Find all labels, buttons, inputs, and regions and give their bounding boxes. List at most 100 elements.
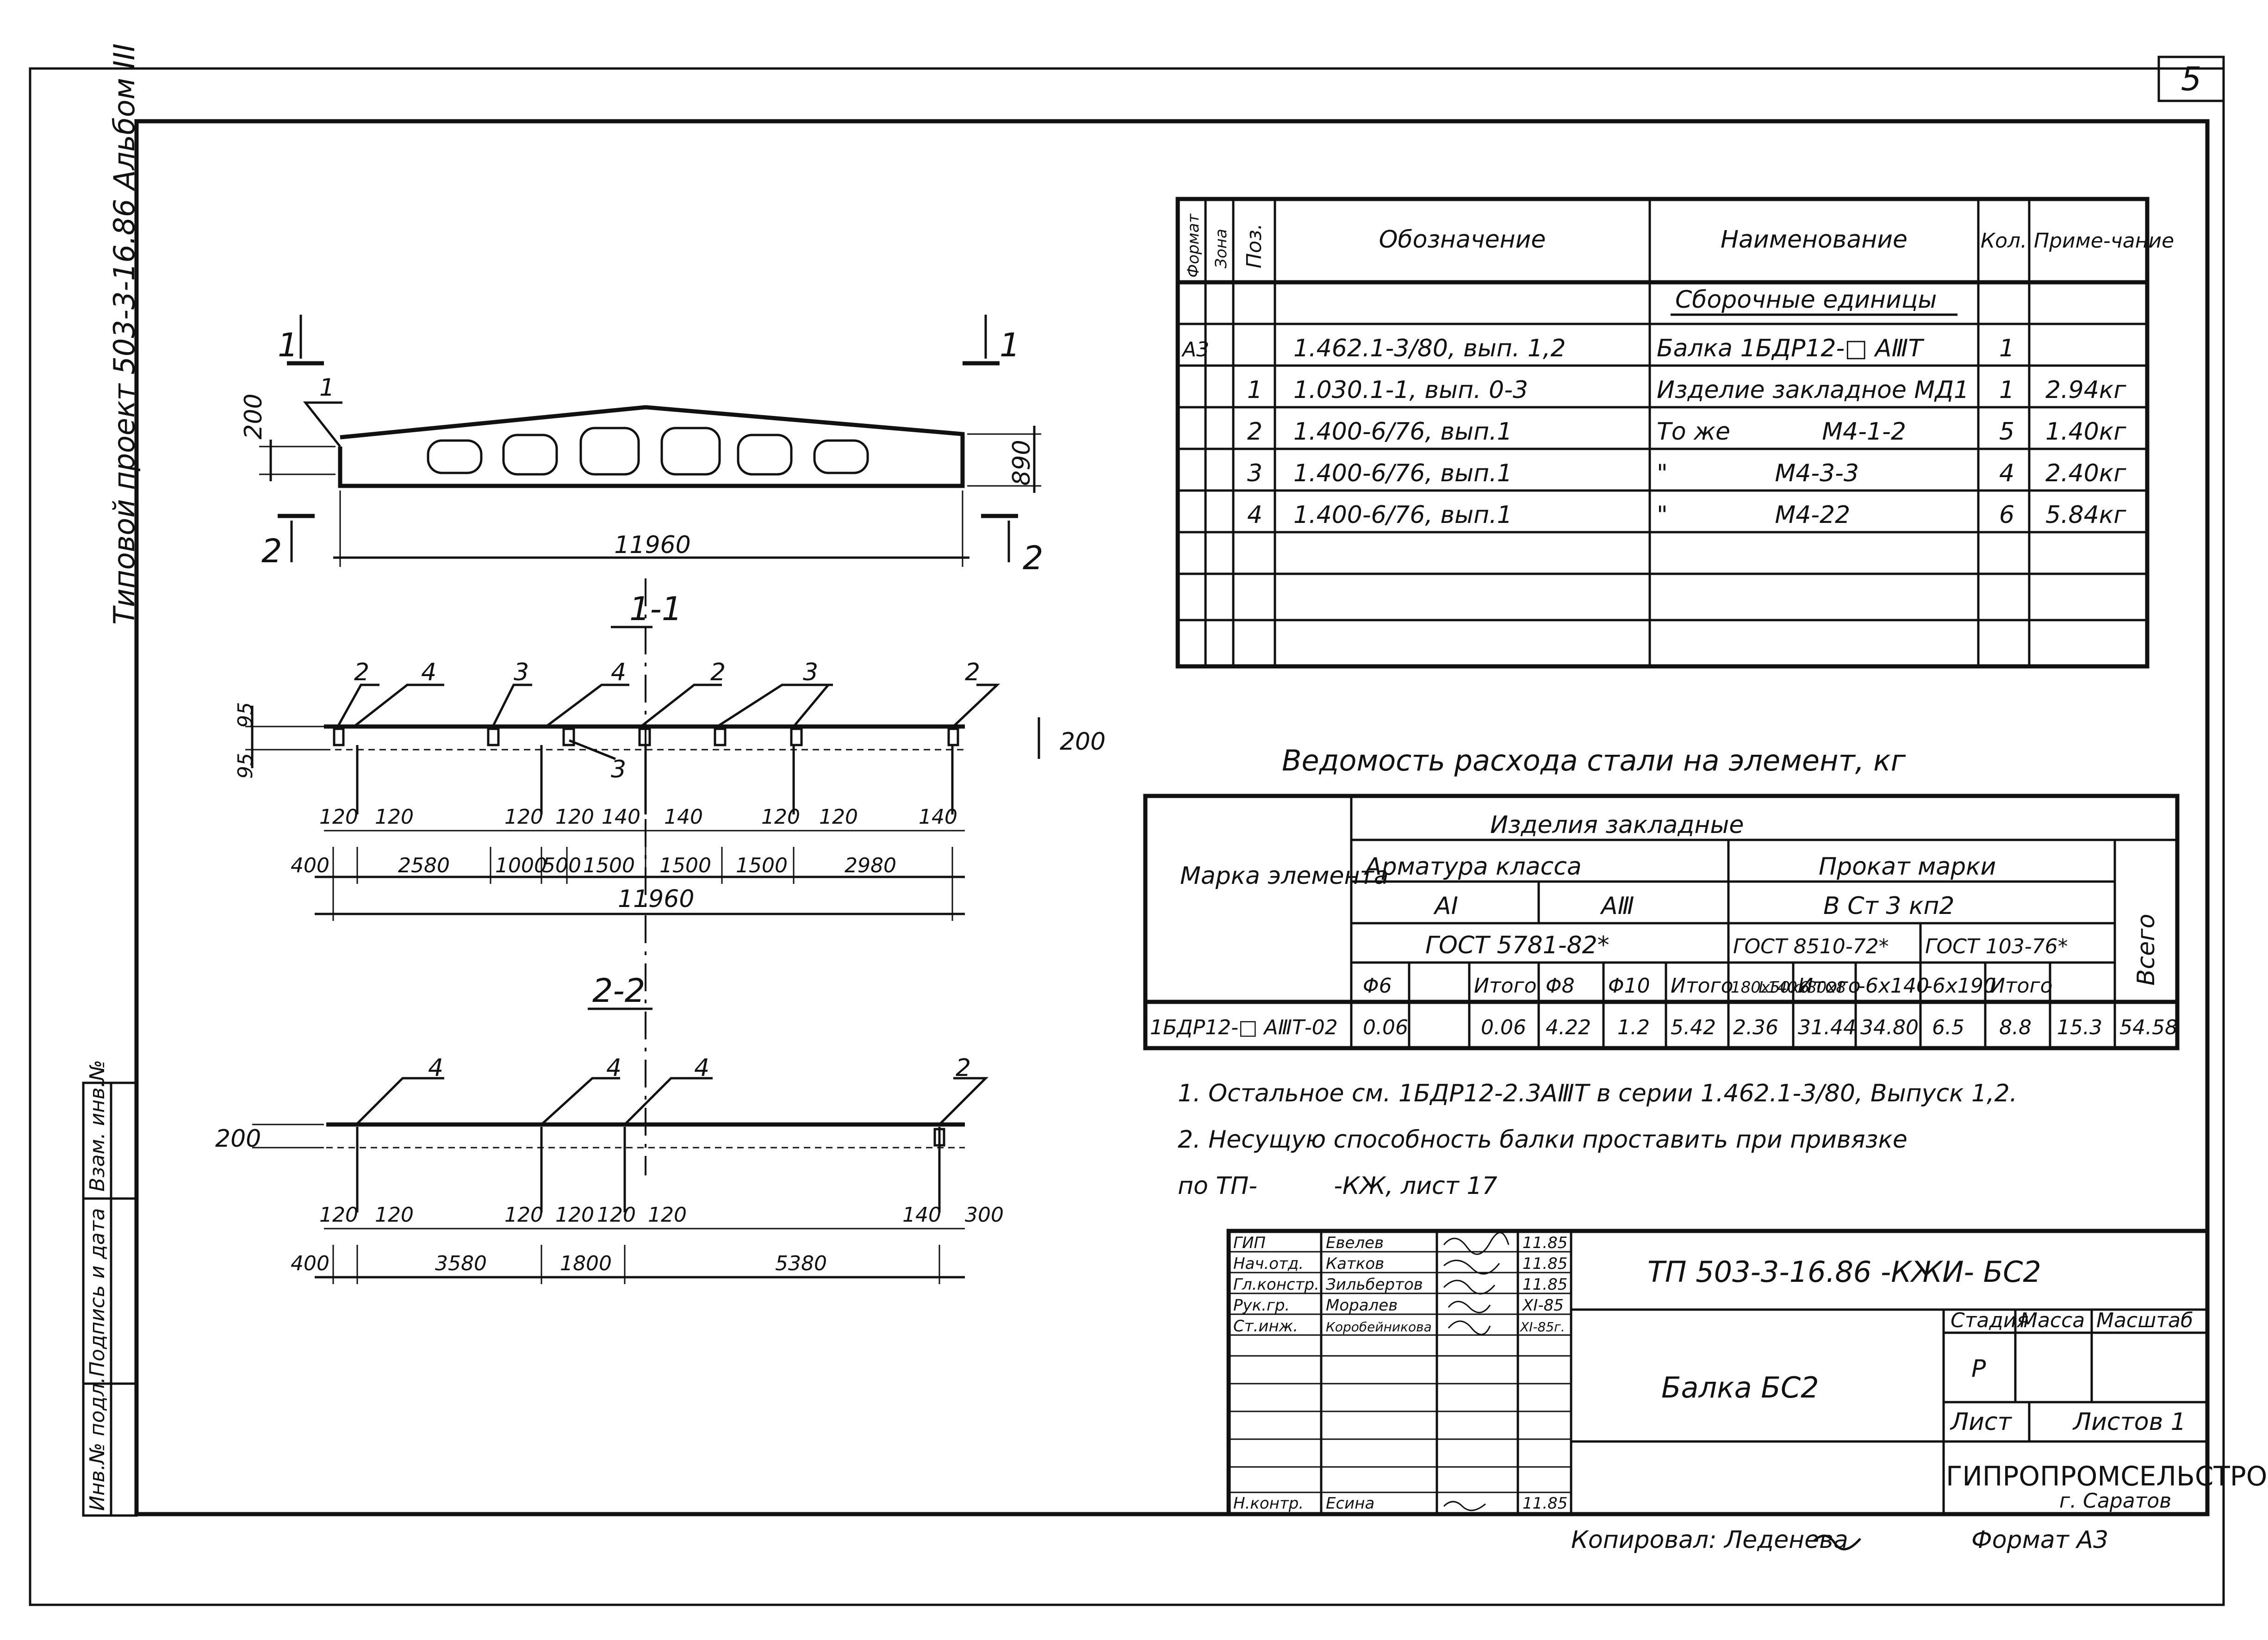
- spec-cell: 1: [1247, 376, 1262, 404]
- inner-frame: [134, 119, 2210, 1516]
- sec22-pos-1: 4: [606, 1054, 621, 1082]
- tb-sheet-h: Лист: [1950, 1408, 2012, 1436]
- outer-border: [29, 67, 2225, 1606]
- steel-h-steel: В Ст 3 кп2: [1823, 892, 1954, 920]
- steel-v-10: 8.8: [1999, 1016, 2032, 1039]
- tb-role-4: Ст.инж.: [1233, 1317, 1298, 1336]
- tb-name-2: Зильбертов: [1326, 1275, 1423, 1294]
- spec-cell: 1: [1999, 376, 2014, 404]
- steel-col-3: Φ8: [1546, 974, 1575, 998]
- sec11-s-8: 140: [919, 805, 957, 829]
- footer-format: Формат А3: [1971, 1526, 2108, 1554]
- tb-role-3: Рук.гр.: [1233, 1296, 1290, 1315]
- sec11-pos-5: 3: [803, 658, 818, 686]
- spec-row-4: 4 1.400-6/76, вып.1 " М4-22 6 5.84кг: [1247, 501, 2126, 529]
- tb-date-4: XI-85г.: [1519, 1319, 1565, 1335]
- tb-name-3: Моралев: [1326, 1296, 1398, 1315]
- spec-h-note: Приме-чание: [2034, 229, 2174, 253]
- steel-h-aiii: AⅢ: [1600, 892, 1634, 920]
- sec11-s-0: 120: [319, 805, 358, 829]
- tb-nkontr-role: Н.контр.: [1233, 1494, 1304, 1513]
- steel-v-8: 34.80: [1860, 1016, 1919, 1039]
- steel-col-9: -6x140: [1858, 974, 1929, 998]
- tb-stage: Р: [1971, 1355, 1986, 1383]
- notes: 1. Остальное см. 1БДР12-2.3АⅢТ в серии 1…: [1178, 1080, 2017, 1200]
- stamp-podpis: Подпись и дата: [86, 1208, 109, 1377]
- section-2-2: 2-2 4 4 4 2 200 120 120 120 120 120 120 …: [215, 972, 1004, 1284]
- spec-cell: 3: [1247, 460, 1262, 487]
- tb-sheets-h: Листов 1: [2072, 1408, 2186, 1436]
- sec11-pos-6: 2: [965, 658, 980, 686]
- steel-v-6: 2.36: [1733, 1016, 1778, 1039]
- tb-role-1: Нач.отд.: [1233, 1255, 1304, 1273]
- tb-date-3: XI-85: [1522, 1296, 1564, 1315]
- spec-cell: " М4-22: [1657, 501, 1850, 529]
- sec11-pos-1: 4: [421, 658, 436, 686]
- sec11-s-7: 120: [819, 805, 858, 829]
- footer-copied: Копировал: Леденева: [1571, 1526, 1848, 1554]
- tb-city: г. Саратов: [2059, 1489, 2171, 1513]
- steel-v-11: 15.3: [2057, 1016, 2102, 1039]
- sec11-pos-7: 3: [611, 756, 626, 783]
- sec22-c-3: 5380: [775, 1252, 827, 1275]
- section-mark-2a: 2: [261, 532, 282, 570]
- tb-role-0: ГИП: [1233, 1234, 1266, 1252]
- note-3: по ТП- -КЖ, лист 17: [1178, 1172, 1498, 1200]
- steel-col-5: Итого: [1671, 974, 1734, 998]
- sec11-s-3: 120: [555, 805, 594, 829]
- signature-marks: [1443, 1232, 1510, 1511]
- steel-col-0: Φ6: [1363, 974, 1392, 998]
- tb-code: ТП 503-3-16.86 -КЖИ- БС2: [1647, 1255, 2041, 1289]
- sec22-pos-2: 4: [694, 1054, 709, 1082]
- sec11-s-1: 120: [375, 805, 414, 829]
- steel-row-mark: 1БДР12-□ АⅢТ-02: [1150, 1016, 1338, 1039]
- sec11-c-0: 400: [291, 854, 329, 877]
- steel-h-prokat: Прокат марки: [1819, 853, 1996, 881]
- spec-cell: 4: [1247, 501, 1262, 529]
- stamp-vzam: Взам. инв.№: [86, 1060, 109, 1192]
- project-side-label: Типовой проект 503-3-16.86 Альбом III: [107, 43, 141, 625]
- spec-cell: " М4-3-3: [1657, 460, 1859, 487]
- sec22-c-0: 400: [291, 1252, 329, 1275]
- spec-row-2: 2 1.400-6/76, вып.1 То же М4-1-2 5 1.40к…: [1247, 418, 2126, 446]
- spec-cell: То же М4-1-2: [1657, 418, 1906, 446]
- spec-h-name: Наименование: [1721, 226, 1908, 254]
- steel-table: Ведомость расхода стали на элемент, кг М…: [1143, 744, 2180, 1050]
- sec11-c-4: 1500: [583, 854, 635, 877]
- steel-h-gost2: ГОСТ 103-76*: [1925, 935, 2068, 958]
- spec-cell: 4: [1999, 460, 2014, 487]
- steel-h-ai: AI: [1433, 892, 1458, 920]
- tb-name: Балка БС2: [1661, 1371, 1819, 1404]
- section-1-1: 1-1 2 4 3 4 2 3 2: [234, 590, 1106, 921]
- steel-v-4: 1.2: [1617, 1016, 1650, 1039]
- steel-v-7: 31.44: [1798, 1016, 1856, 1039]
- sec22-s-5: 120: [648, 1203, 687, 1227]
- section-mark-1b: 1: [1000, 326, 1020, 364]
- sec11-c-3: 500: [542, 854, 581, 877]
- sec11-c-1: 2580: [398, 854, 450, 877]
- spec-h-zone: Зона: [1212, 229, 1230, 268]
- spec-table: Формат Зона Поз. Обозначение Наименовани…: [1175, 197, 2174, 669]
- steel-h-mark: Марка элемента: [1180, 862, 1389, 890]
- section22-title: 2-2: [592, 972, 645, 1010]
- section-mark-2b: 2: [1023, 539, 1044, 577]
- spec-h-format: Формат: [1184, 213, 1203, 278]
- tb-date-2: 11.85: [1522, 1275, 1567, 1294]
- spec-cell: 1.030.1-1, вып. 0-3: [1293, 376, 1528, 404]
- sheet-number: 5: [2181, 60, 2202, 98]
- steel-v-3: 4.22: [1546, 1016, 1591, 1039]
- spec-cell: 1.400-6/76, вып.1: [1293, 501, 1512, 529]
- sec11-s-2: 120: [504, 805, 543, 829]
- sheet-number-box: [2157, 56, 2225, 102]
- spec-cell: 1.400-6/76, вып.1: [1293, 418, 1512, 446]
- spec-cell: Изделие закладное МД1: [1657, 376, 1969, 404]
- steel-v-9: 6.5: [1932, 1016, 1964, 1039]
- sec22-left-dim: 200: [215, 1125, 261, 1153]
- sec22-pos-3: 2: [956, 1054, 971, 1082]
- sec22-s-7: 300: [965, 1203, 1004, 1227]
- steel-h-arm: Арматура класса: [1364, 853, 1582, 881]
- steel-col-11: Итого: [1990, 974, 2053, 998]
- spec-cell: 5.84кг: [2045, 501, 2126, 529]
- sec11-c-7: 2980: [845, 854, 896, 877]
- sec11-c-2: 1000: [495, 854, 547, 877]
